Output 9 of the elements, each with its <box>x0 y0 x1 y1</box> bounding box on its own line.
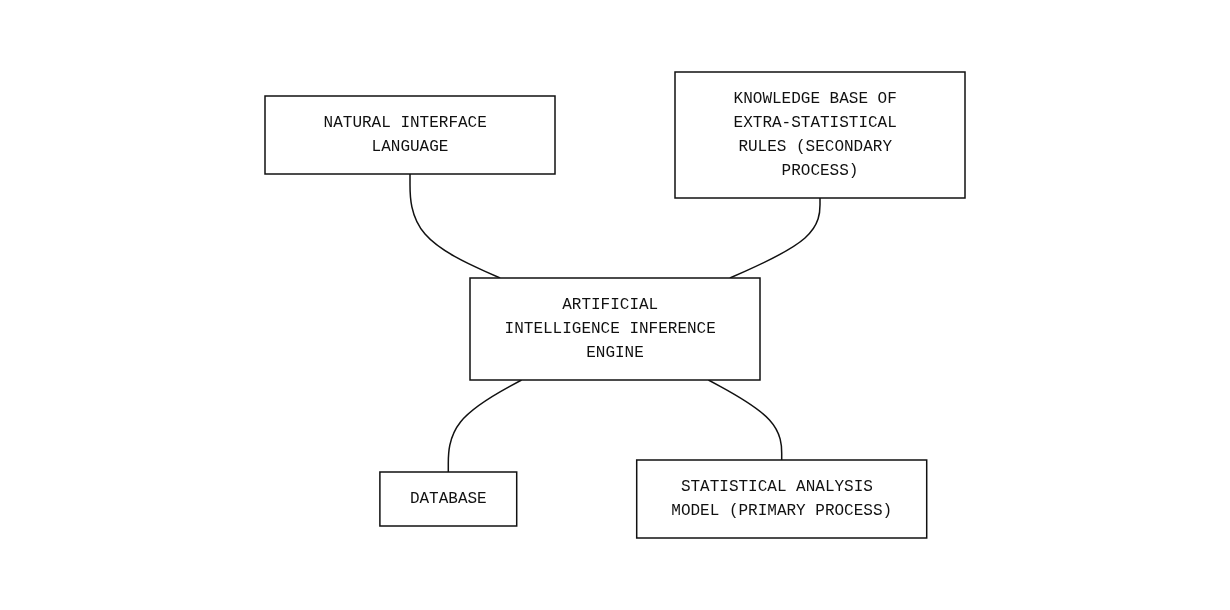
connector <box>729 197 821 279</box>
node-box: KNOWLEDGE BASE OF EXTRA-STATISTICAL RULES (SECONDARY PROCESS) <box>674 71 966 199</box>
connector <box>447 379 523 473</box>
connector <box>707 379 783 461</box>
node-box: STATISTICAL ANALYSIS MODEL (PRIMARY PROCESS) <box>635 459 928 539</box>
node-box: NATURAL INTERFACE LANGUAGE <box>264 95 556 175</box>
node-box: ARTIFICIAL INTELLIGENCE INFERENCE ENGINE <box>469 277 761 381</box>
connector <box>409 173 501 279</box>
node-box: DATABASE <box>379 471 518 527</box>
